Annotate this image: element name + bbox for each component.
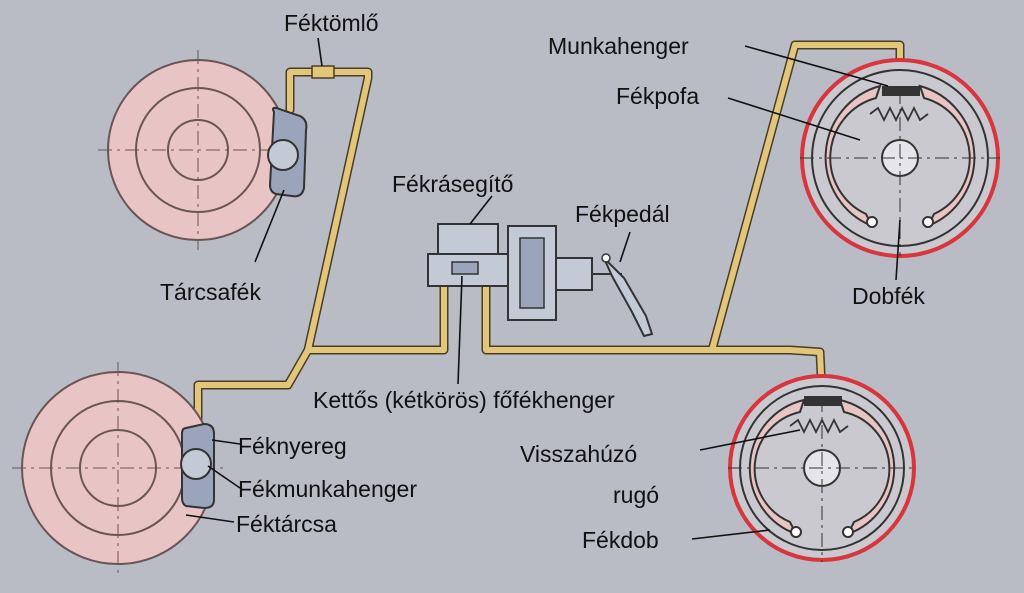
return-spring	[789, 417, 849, 435]
front-brake-circuit-fill	[195, 69, 447, 433]
label-visszahuzo: Visszahúzó	[520, 441, 637, 467]
label-fekrasegito: Fékrásegítő	[392, 171, 513, 197]
label-fektarcsa: Féktárcsa	[236, 511, 337, 537]
shoe-anchor-right	[842, 526, 854, 538]
brake-hose-marker	[311, 65, 335, 79]
front-lower-disc-brake	[12, 362, 226, 574]
label-fektomlo: Féktömlő	[284, 10, 379, 36]
rear-upper-drum-brake	[800, 58, 1000, 258]
label-feknyereg: Féknyereg	[238, 433, 347, 459]
leader-foefekhenger	[457, 275, 463, 385]
brake-lines	[193, 40, 905, 435]
leader-visszahuzo	[699, 429, 801, 451]
master-cylinder-window	[451, 261, 479, 275]
label-fekmunkahenger: Fékmunkahenger	[238, 476, 417, 502]
reservoir	[437, 223, 499, 255]
label-rugo: rugó	[613, 482, 659, 508]
booster-inner	[519, 237, 545, 309]
leader-fekmunkahenger	[207, 465, 241, 489]
pedal-pivot	[601, 253, 611, 263]
return-spring	[869, 105, 929, 123]
front-upper-disc-brake	[98, 50, 308, 250]
label-fekpedal: Fékpedál	[575, 201, 670, 227]
leader-fektarcsa	[185, 514, 235, 523]
leader-fekdob	[691, 529, 771, 540]
label-tarcsafek: Tárcsafék	[160, 279, 261, 305]
brake-pedal	[603, 257, 654, 338]
shoe-anchor-left	[790, 526, 802, 538]
labels: Féktömlő Tárcsafék Féknyereg Fékmunkahen…	[160, 10, 925, 553]
shoe-anchor-right	[922, 216, 934, 228]
leader-feknyereg	[211, 439, 241, 445]
label-fekdob: Fékdob	[582, 527, 659, 553]
leader-fekpofa	[727, 97, 861, 141]
leader-fektomlo	[317, 37, 323, 67]
booster-rod-housing	[555, 257, 593, 291]
rear-lower-drum-brake	[728, 374, 916, 562]
caliper-piston	[180, 448, 212, 480]
wheel-cylinder	[804, 396, 842, 406]
master-cylinder-assembly	[427, 223, 654, 338]
label-munkahenger: Munkahenger	[548, 33, 689, 59]
caliper-piston	[267, 139, 299, 171]
leader-tarcsafek	[254, 189, 285, 263]
leader-fekrasegito	[469, 195, 493, 225]
wheel-cylinder	[882, 86, 920, 96]
leader-fekpedal	[619, 231, 631, 263]
shoe-anchor-left	[866, 216, 878, 228]
label-dobfek: Dobfék	[852, 283, 925, 309]
leader-munkahenger	[744, 45, 889, 87]
label-fekpofa: Fékpofa	[616, 83, 699, 109]
label-foefekhenger: Kettős (kétkörös) főfékhenger	[313, 387, 615, 413]
leader-lines	[185, 37, 901, 540]
leader-dobfek	[895, 219, 901, 281]
